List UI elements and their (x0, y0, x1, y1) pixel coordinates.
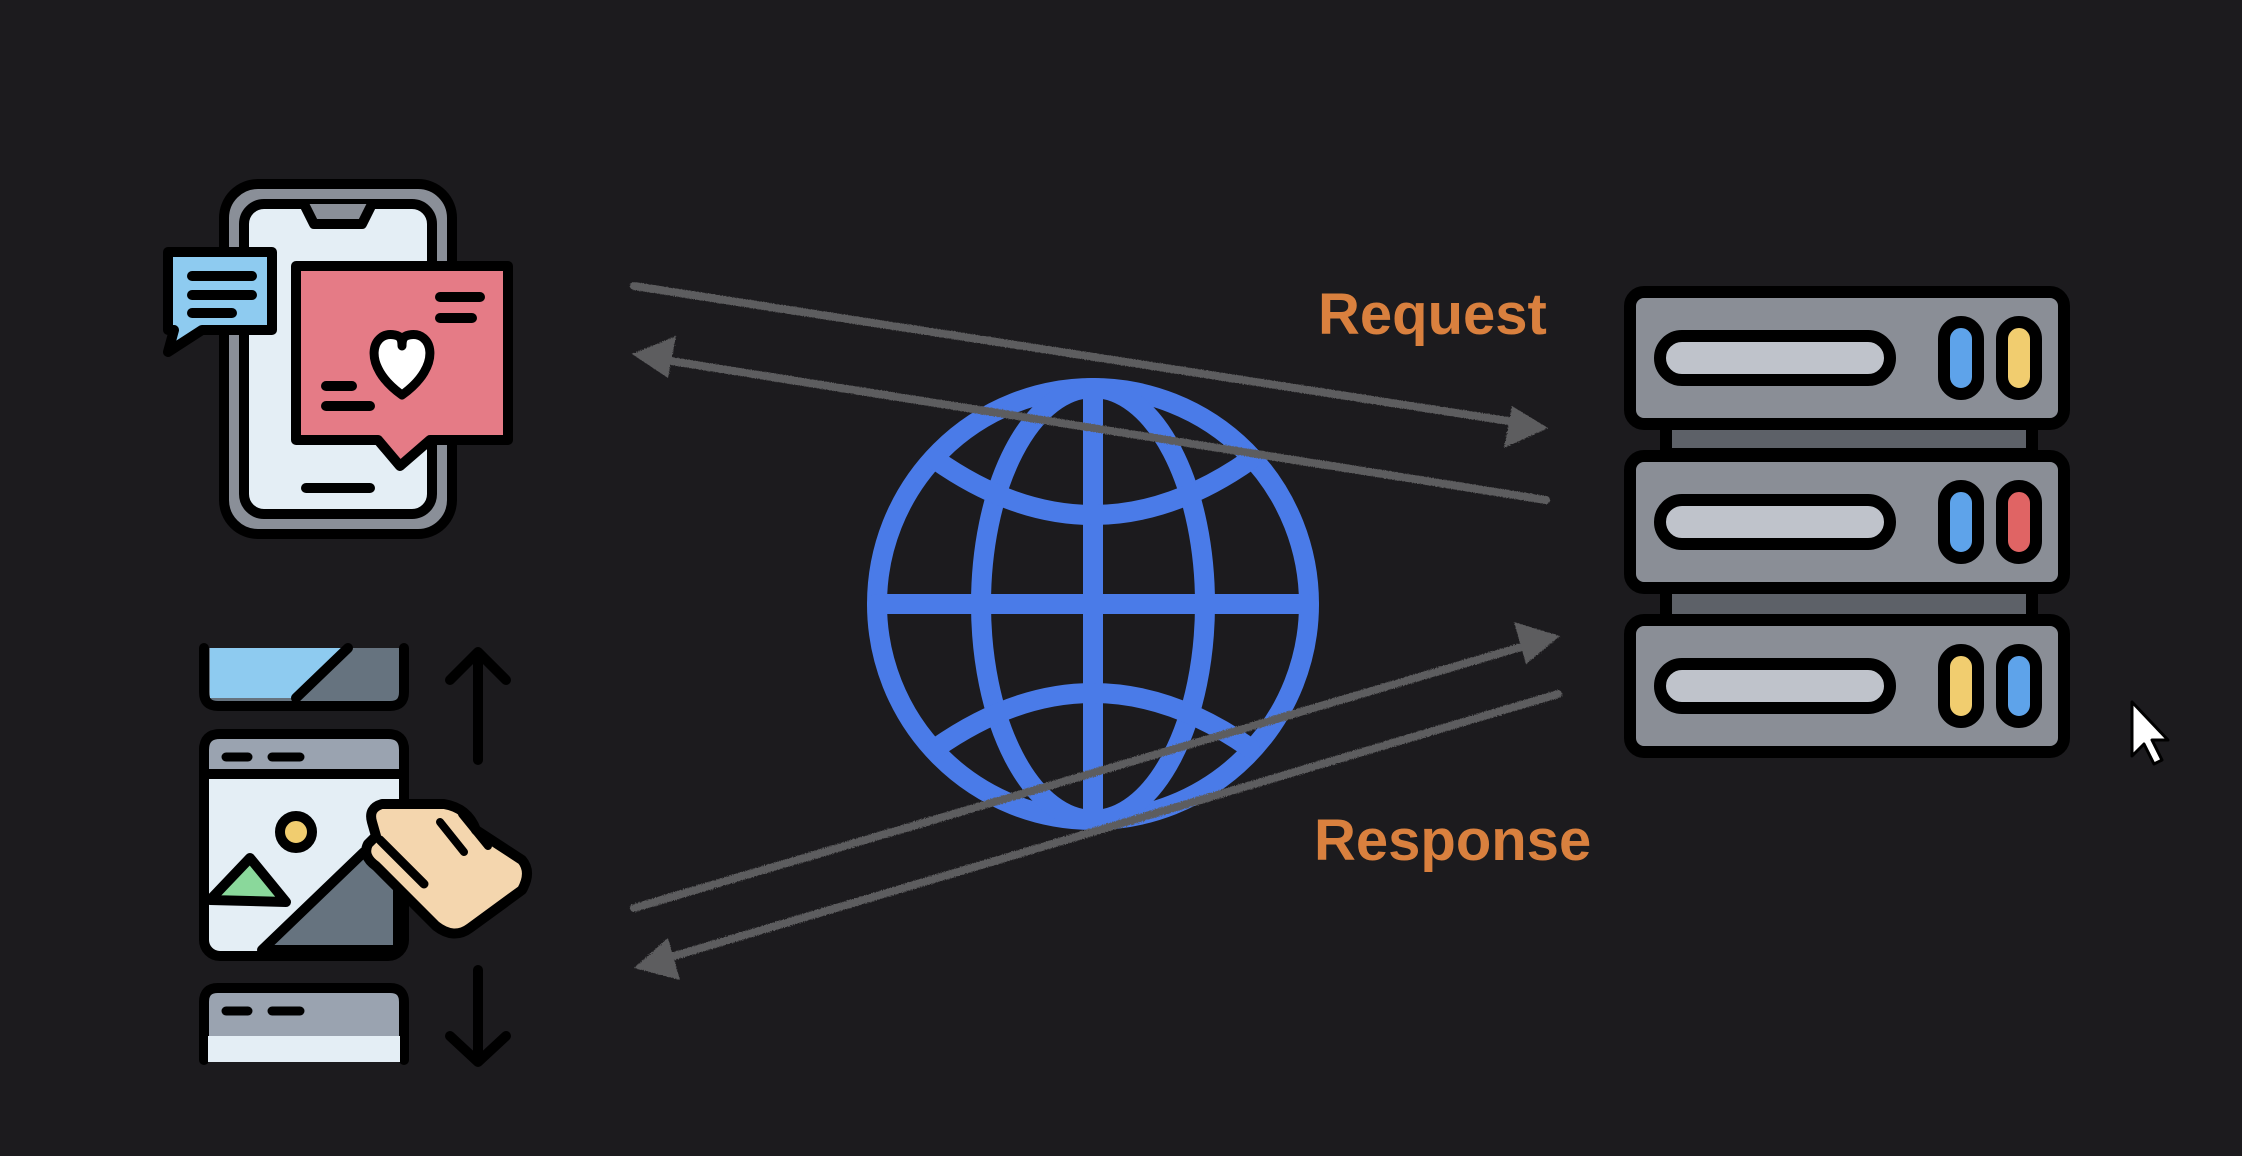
smartphone-chat-icon (163, 179, 513, 539)
server-unit-3 (1624, 614, 2070, 758)
server-unit-1 (1624, 286, 2070, 430)
request-return-arrow (632, 336, 1550, 504)
response-arrow (630, 622, 1560, 912)
response-return-arrow (634, 690, 1562, 980)
scroll-feed-icon (199, 643, 532, 1067)
response-arrows (630, 622, 1562, 980)
mouse-pointer-icon (2130, 700, 2170, 766)
request-arrows (630, 282, 1550, 504)
response-label: Response (1314, 808, 1592, 873)
server-rack-icon (1624, 286, 2070, 758)
globe-icon (867, 378, 1319, 830)
server-unit-2 (1624, 450, 2070, 594)
request-label: Request (1318, 282, 1547, 347)
request-arrow (630, 282, 1548, 448)
